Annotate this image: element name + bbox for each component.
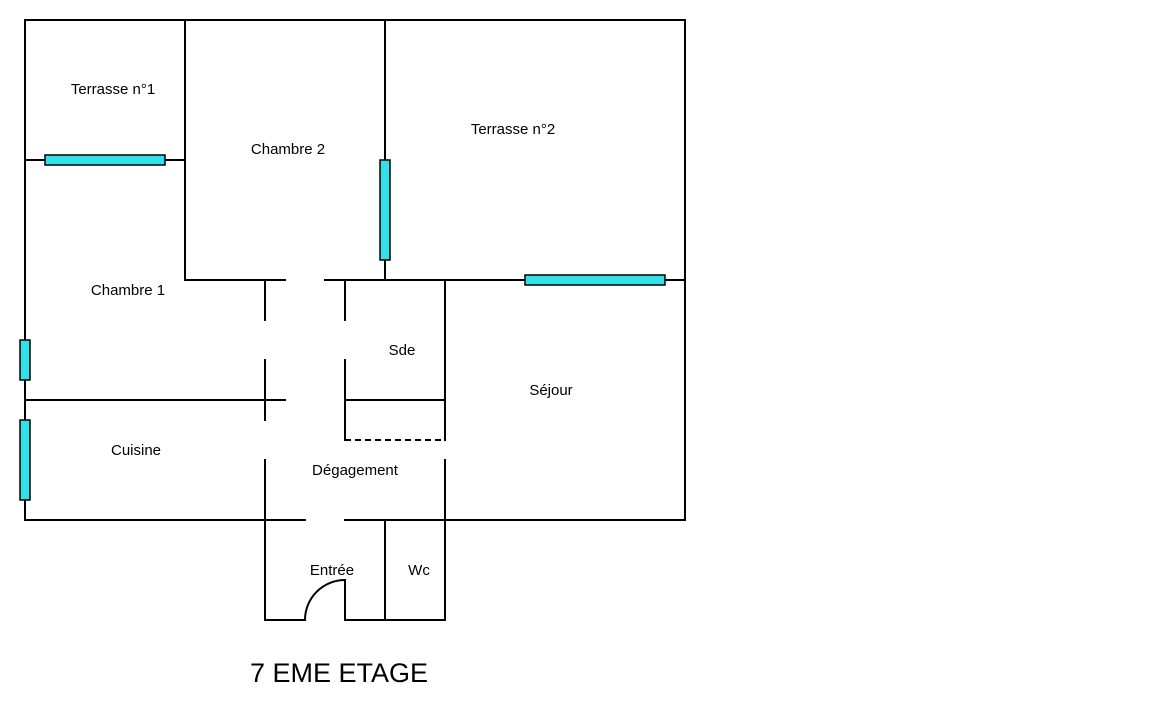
entry-walls	[264, 519, 446, 621]
floor-title: 7 EME ETAGE	[250, 658, 429, 688]
room-label-entree: Entrée	[310, 562, 354, 579]
room-label-sejour: Séjour	[529, 382, 572, 399]
window-chambre1	[19, 339, 31, 381]
room-label-degagement: Dégagement	[312, 462, 399, 479]
window-terrasse1	[44, 154, 166, 166]
room-label-chambre1: Chambre 1	[91, 282, 165, 299]
room-label-wc: Wc	[408, 562, 430, 579]
window-cuisine	[19, 419, 31, 501]
entrance-door-icon	[304, 579, 346, 621]
window-sejour	[524, 274, 666, 286]
room-label-terrasse1: Terrasse n°1	[71, 81, 155, 98]
room-label-terrasse2: Terrasse n°2	[471, 121, 555, 138]
room-labels: Terrasse n°1 Chambre 2 Terrasse n°2 Cham…	[71, 81, 573, 579]
room-label-cuisine: Cuisine	[111, 442, 161, 459]
windows	[19, 154, 666, 501]
room-label-chambre2: Chambre 2	[251, 141, 325, 158]
room-label-sde: Sde	[389, 342, 416, 359]
window-chambre2	[379, 159, 391, 261]
